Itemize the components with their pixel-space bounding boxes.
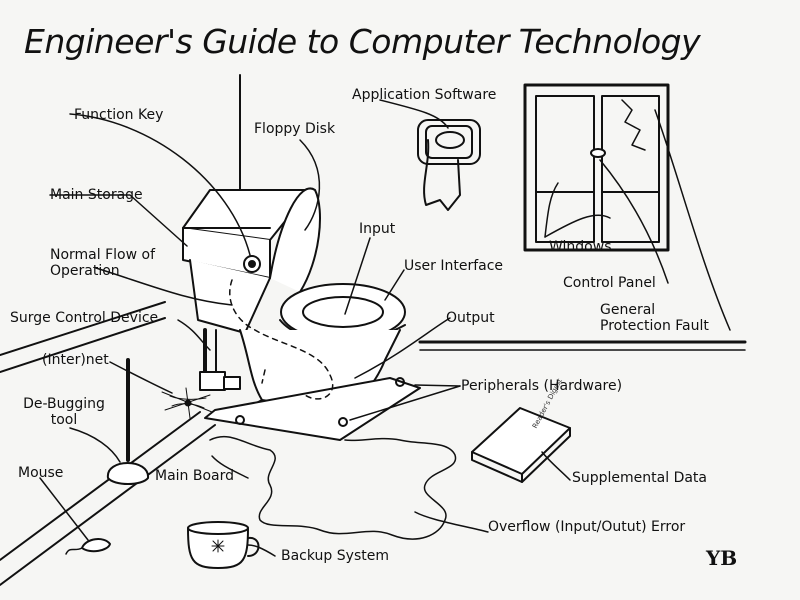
leader-lines (39, 99, 731, 557)
room-lines (0, 74, 747, 586)
label-peripherals: Peripherals (Hardware) (461, 378, 623, 394)
label-control-panel: Control Panel (563, 275, 656, 291)
label-main-board: Main Board (155, 468, 235, 484)
mouse-drawing (65, 538, 111, 555)
label-user-interface: User Interface (404, 258, 504, 274)
spider-web-drawing (161, 387, 213, 419)
plunger-drawing (106, 358, 150, 485)
label-internet: (Inter)net (42, 352, 109, 368)
label-function-key: Function Key (74, 107, 164, 123)
surge-valve-drawing (199, 328, 241, 391)
page-title: Engineer's Guide to Computer Technology (24, 22, 701, 61)
label-floppy-disk: Floppy Disk (254, 121, 336, 137)
toilet-tank-drawing (182, 189, 311, 334)
label-overflow-error: Overflow (Input/Outut) Error (488, 519, 686, 535)
artist-signature: YB (706, 546, 738, 570)
overflow-puddle-drawing (209, 435, 457, 540)
book-drawing (471, 407, 571, 483)
window-drawing (523, 83, 670, 252)
backup-pot-drawing (187, 521, 260, 569)
label-application-software: Application Software (352, 87, 497, 103)
label-surge-control-device: Surge Control Device (10, 310, 159, 326)
label-general-protection-fault: General Protection Fault (600, 302, 709, 334)
label-debugging-tool: De-Bugging tool (23, 396, 105, 428)
label-backup-system: Backup System (281, 548, 389, 564)
label-mouse: Mouse (18, 465, 64, 481)
label-input: Input (359, 221, 396, 237)
label-supplemental-data: Supplemental Data (572, 470, 707, 486)
flow-dashed-line (229, 279, 334, 400)
label-windows: Windows (549, 239, 612, 255)
label-normal-flow: Normal Flow of Operation (50, 247, 156, 279)
base-plate-drawing (204, 377, 421, 441)
label-main-storage: Main Storage (50, 187, 143, 203)
toilet-paper-drawing (417, 119, 481, 211)
toilet-seat-drawing (269, 187, 406, 343)
label-output: Output (446, 310, 495, 326)
